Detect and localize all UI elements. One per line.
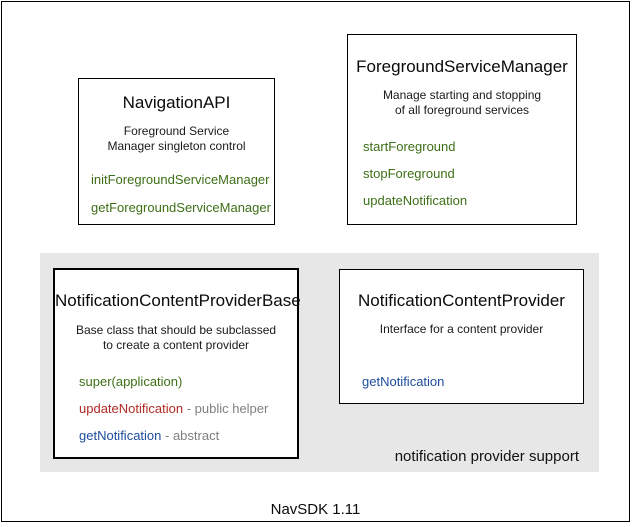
method-list-notification-content-provider-base: super(application) updateNotification - … — [55, 374, 297, 443]
method-init-foreground-service-manager: initForegroundServiceManager — [91, 172, 274, 187]
class-title-foreground-service-manager: ForegroundServiceManager — [356, 57, 568, 76]
class-description-navigation-api: Foreground Service Manager singleton con… — [107, 124, 246, 153]
diagram-caption: NavSDK 1.11 — [270, 501, 361, 518]
class-title-notification-content-provider: NotificationContentProvider — [358, 291, 565, 310]
method-suffix: - public helper — [183, 401, 269, 416]
class-box-foreground-service-manager: ForegroundServiceManager Manage starting… — [347, 34, 577, 225]
method-label: getNotification — [362, 373, 445, 389]
method-label: updateNotification — [363, 193, 468, 208]
method-get-foreground-service-manager: getForegroundServiceManager — [91, 200, 274, 215]
method-label: startForeground — [363, 139, 456, 154]
method-list-notification-content-provider: getNotification — [340, 374, 583, 389]
method-update-notification-ncpb: updateNotification - public helper — [79, 401, 297, 416]
class-box-navigation-api: NavigationAPI Foreground Service Manager… — [78, 78, 275, 225]
class-description-foreground-service-manager: Manage starting and stopping of all fore… — [382, 88, 542, 117]
method-label: stopForeground — [363, 166, 455, 181]
method-label: getForegroundServiceManager — [91, 200, 271, 215]
method-super-application: super(application) — [79, 374, 297, 389]
method-stop-foreground: stopForeground — [363, 166, 576, 181]
class-box-notification-content-provider: NotificationContentProvider Interface fo… — [339, 269, 584, 404]
class-description-notification-content-provider: Interface for a content provider — [379, 322, 544, 336]
method-label: getNotification — [79, 428, 162, 443]
method-label: super(application) — [79, 374, 183, 389]
class-title-navigation-api: NavigationAPI — [122, 93, 231, 112]
class-title-notification-content-provider-base: NotificationContentProviderBase — [55, 291, 301, 310]
method-list-foreground-service-manager: startForeground stopForeground updateNot… — [348, 139, 576, 208]
method-get-notification-ncpb: getNotification - abstract — [79, 428, 297, 443]
method-update-notification-fsm: updateNotification — [363, 193, 576, 208]
class-description-notification-content-provider-base: Base class that should be subclassed to … — [75, 323, 277, 352]
method-start-foreground: startForeground — [363, 139, 576, 154]
class-box-notification-content-provider-base: NotificationContentProviderBase Base cla… — [53, 268, 301, 459]
method-list-navigation-api: initForegroundServiceManager getForegrou… — [79, 172, 274, 215]
method-label: updateNotification — [79, 401, 184, 416]
panel-label: notification provider support — [394, 448, 579, 465]
method-label: initForegroundServiceManager — [91, 172, 270, 187]
method-suffix: - abstract — [161, 428, 220, 443]
method-get-notification-ncp: getNotification — [362, 374, 583, 389]
